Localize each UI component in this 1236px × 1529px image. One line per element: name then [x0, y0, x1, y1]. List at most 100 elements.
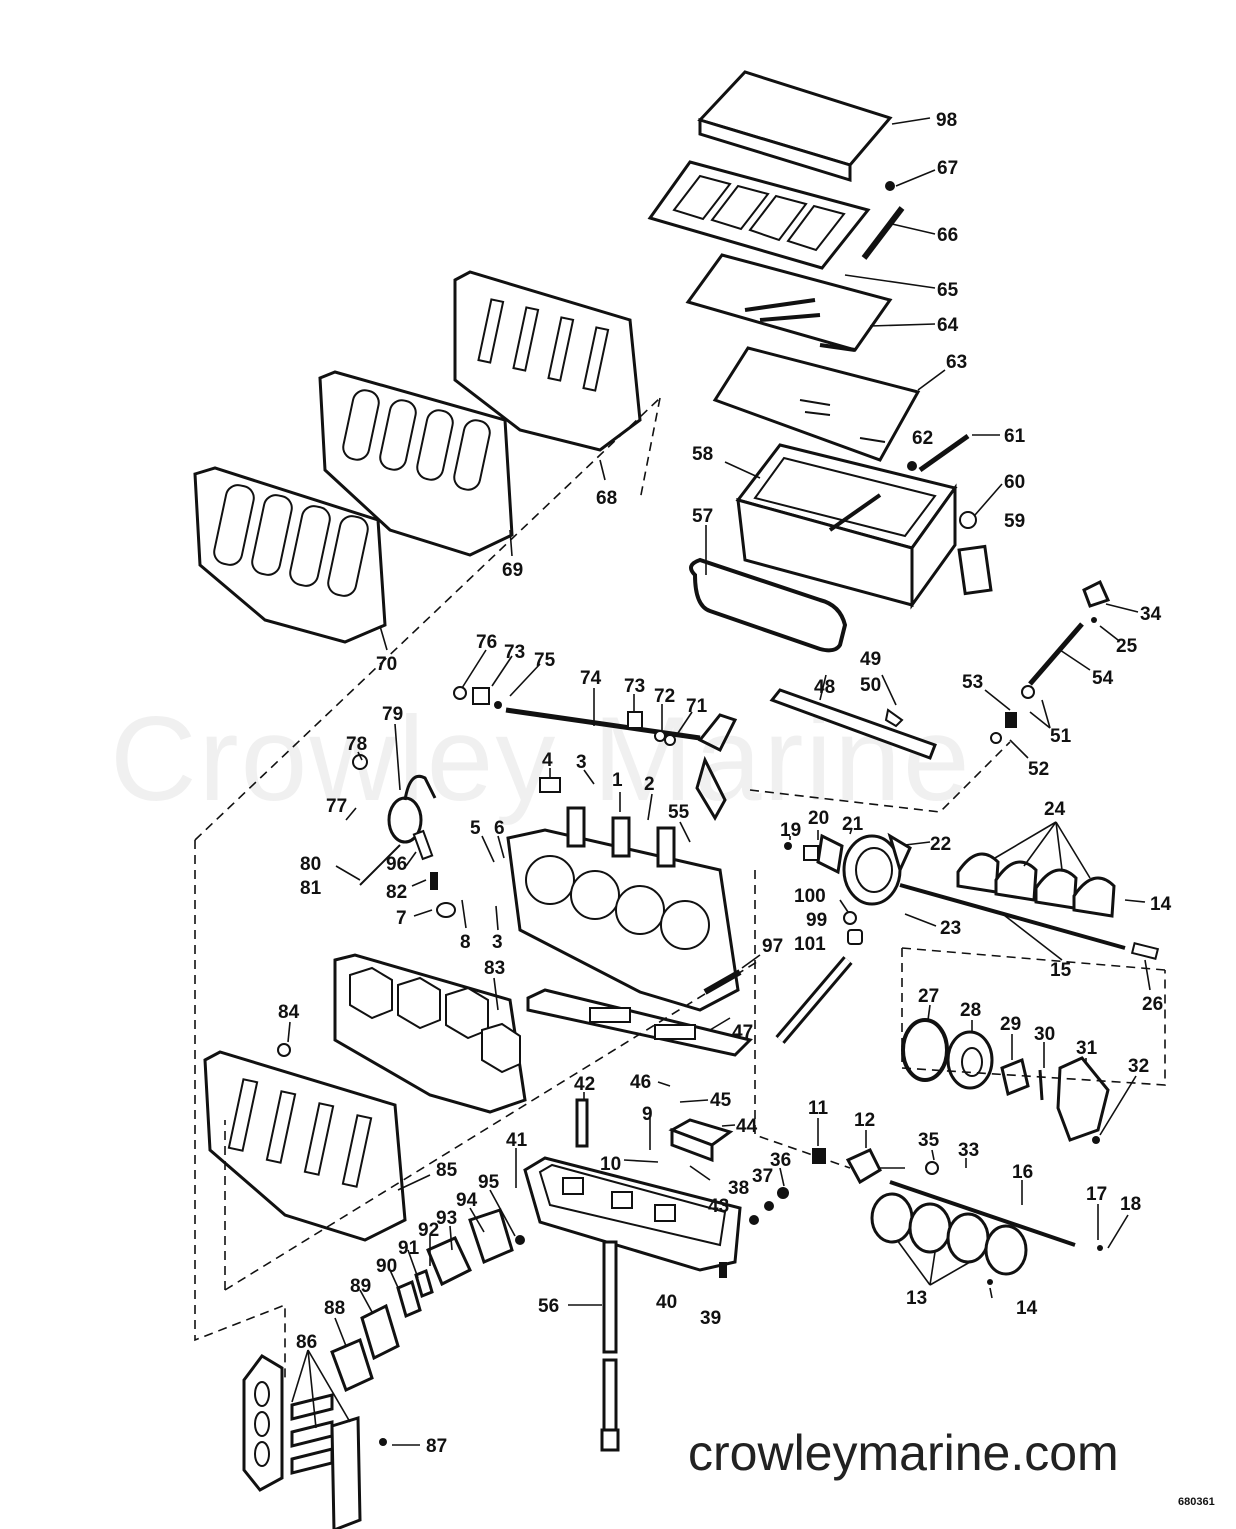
callout-90: 90: [376, 1256, 397, 1277]
callout-34: 34: [1140, 604, 1162, 625]
callout-40: 40: [656, 1292, 677, 1313]
phantom-lines: [194, 397, 1166, 1380]
leader-lines: [287, 117, 1151, 1446]
part-bracket-12: [845, 1148, 939, 1185]
callout-82: 82: [386, 882, 407, 903]
callout-97: 97: [762, 936, 783, 957]
callout-45: 45: [710, 1090, 732, 1111]
callout-92: 92: [418, 1220, 439, 1241]
callout-47: 47: [732, 1022, 753, 1043]
callout-57: 57: [692, 506, 713, 527]
callout-63: 63: [946, 352, 967, 373]
callout-93: 93: [436, 1208, 457, 1229]
callout-94: 94: [456, 1190, 478, 1211]
callout-8: 8: [460, 932, 471, 953]
callout-61: 61: [1004, 426, 1026, 447]
callout-41: 41: [506, 1130, 528, 1151]
callout-46: 46: [630, 1072, 651, 1093]
callout-80: 80: [300, 854, 321, 875]
callout-72: 72: [654, 686, 675, 707]
callout-69: 69: [502, 560, 523, 581]
callout-13: 13: [906, 1288, 927, 1309]
callout-19: 19: [780, 820, 801, 841]
callout-62: 62: [912, 428, 933, 449]
callout-89: 89: [350, 1276, 371, 1297]
callout-labels: 98 67 66 65 64 63 62 61 60 59 58 57 34 2…: [278, 110, 1172, 1457]
callout-64: 64: [937, 315, 959, 336]
part-gasket-loop: [689, 557, 848, 653]
callout-5: 5: [470, 818, 481, 839]
callout-35: 35: [918, 1130, 940, 1151]
callout-38: 38: [728, 1178, 749, 1199]
callout-87: 87: [426, 1436, 447, 1457]
part-link-bar: [769, 688, 937, 760]
callout-25: 25: [1116, 636, 1138, 657]
callout-54: 54: [1092, 668, 1114, 689]
callout-49: 49: [860, 649, 881, 670]
callout-6: 6: [494, 818, 505, 839]
callout-52: 52: [1028, 759, 1049, 780]
callout-7: 7: [396, 908, 407, 929]
callout-4: 4: [542, 750, 553, 771]
callout-33: 33: [958, 1140, 979, 1161]
callout-66: 66: [937, 225, 958, 246]
callout-73-right: 73: [624, 676, 645, 697]
callout-24: 24: [1044, 799, 1066, 820]
part-throttle-shaft: [453, 686, 738, 821]
callout-12: 12: [854, 1110, 875, 1131]
part-reed-plate-69: [318, 370, 514, 557]
part-rod: [861, 181, 905, 260]
callout-27: 27: [918, 986, 939, 1007]
callout-88: 88: [324, 1298, 345, 1319]
callout-48: 48: [814, 677, 835, 698]
callout-10: 10: [600, 1154, 621, 1175]
part-screw-84: [277, 1043, 291, 1057]
part-floats-24: [899, 852, 1160, 960]
callout-59: 59: [1004, 511, 1025, 532]
callout-39: 39: [700, 1308, 721, 1329]
callout-79: 79: [382, 704, 403, 725]
callout-100: 100: [794, 886, 826, 907]
callout-2: 2: [644, 774, 655, 795]
part-cover-plate: [697, 70, 893, 183]
callout-83: 83: [484, 958, 505, 979]
callout-91: 91: [398, 1238, 420, 1259]
callout-22: 22: [930, 834, 951, 855]
part-plate: [957, 544, 993, 596]
part-spring-11: [812, 1148, 826, 1164]
callout-14-bottom: 14: [1016, 1298, 1038, 1319]
part-filter-element: [712, 346, 921, 462]
part-reed-plate-70: [193, 466, 387, 644]
callout-76: 76: [476, 632, 497, 653]
callout-78: 78: [346, 734, 367, 755]
callout-67: 67: [937, 158, 958, 179]
callout-95: 95: [478, 1172, 500, 1193]
callout-96: 96: [386, 854, 407, 875]
part-float-bowl: [523, 1156, 742, 1272]
callout-17: 17: [1086, 1184, 1107, 1205]
callout-16: 16: [1012, 1162, 1033, 1183]
callout-81: 81: [300, 878, 322, 899]
callout-77: 77: [326, 796, 347, 817]
callout-3-bottom: 3: [492, 932, 503, 953]
callout-101: 101: [794, 934, 826, 955]
callout-68: 68: [596, 488, 617, 509]
callout-23: 23: [940, 918, 961, 939]
part-solenoid: [352, 754, 437, 886]
part-air-box: [735, 443, 958, 610]
callout-36: 36: [770, 1150, 791, 1171]
callout-28: 28: [960, 1000, 981, 1021]
callout-44: 44: [736, 1116, 758, 1137]
callout-98: 98: [936, 110, 957, 131]
part-tube-56: [600, 1240, 620, 1452]
part-reed-parts-86-95: [242, 1208, 525, 1529]
part-upper-right-small: [884, 579, 1111, 744]
part-bolt-97: [703, 969, 742, 995]
callout-73-left: 73: [504, 642, 525, 663]
part-bolts-top: [907, 433, 977, 529]
callout-37: 37: [752, 1166, 773, 1187]
part-gasket-47: [526, 988, 753, 1057]
callout-11: 11: [808, 1098, 829, 1119]
callout-20: 20: [808, 808, 829, 829]
